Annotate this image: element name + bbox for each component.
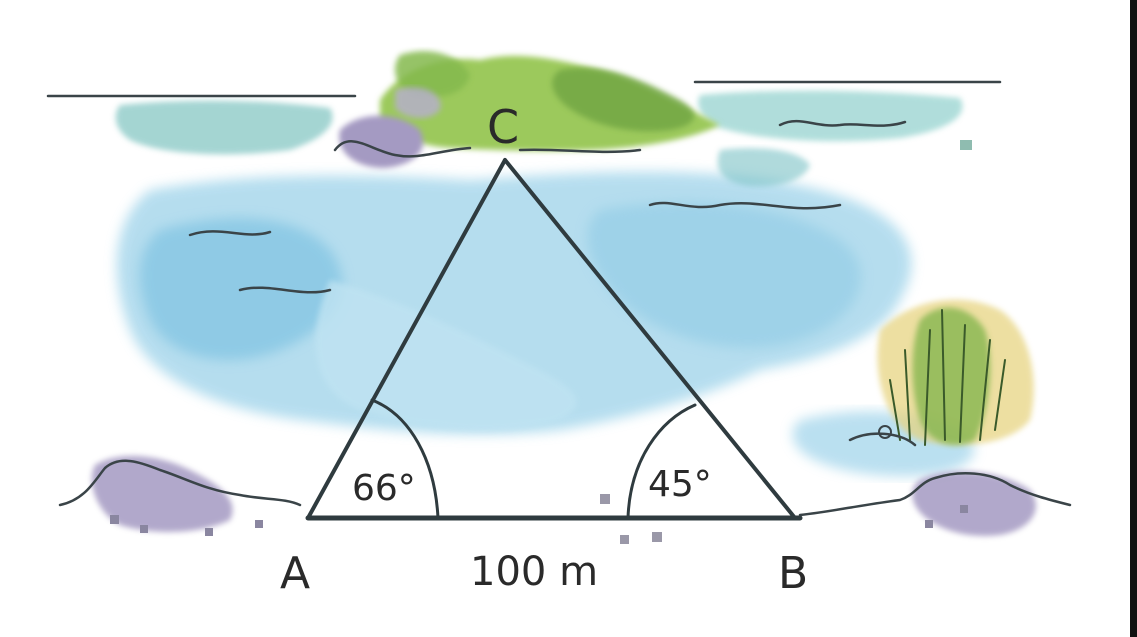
side-bc [503,158,797,520]
angle-arc-b [626,403,697,520]
vertex-label-b: B [778,548,808,599]
right-shore-reeds [798,299,1072,536]
vertex-label-c: C [487,100,519,154]
triangle-abc [305,158,803,521]
island [333,51,720,168]
side-ac [306,158,507,520]
angle-arc-a [370,398,440,520]
base-length-label: 100 m [470,549,598,595]
image-border [1130,0,1137,637]
angle-label-b: 45° [648,464,712,505]
lake-water [115,90,975,477]
vertex-label-a: A [280,548,310,599]
left-shore-rocks [58,455,302,536]
horizon-lines [46,80,1002,294]
pebbles [600,140,972,544]
angle-label-a: 66° [352,468,416,509]
